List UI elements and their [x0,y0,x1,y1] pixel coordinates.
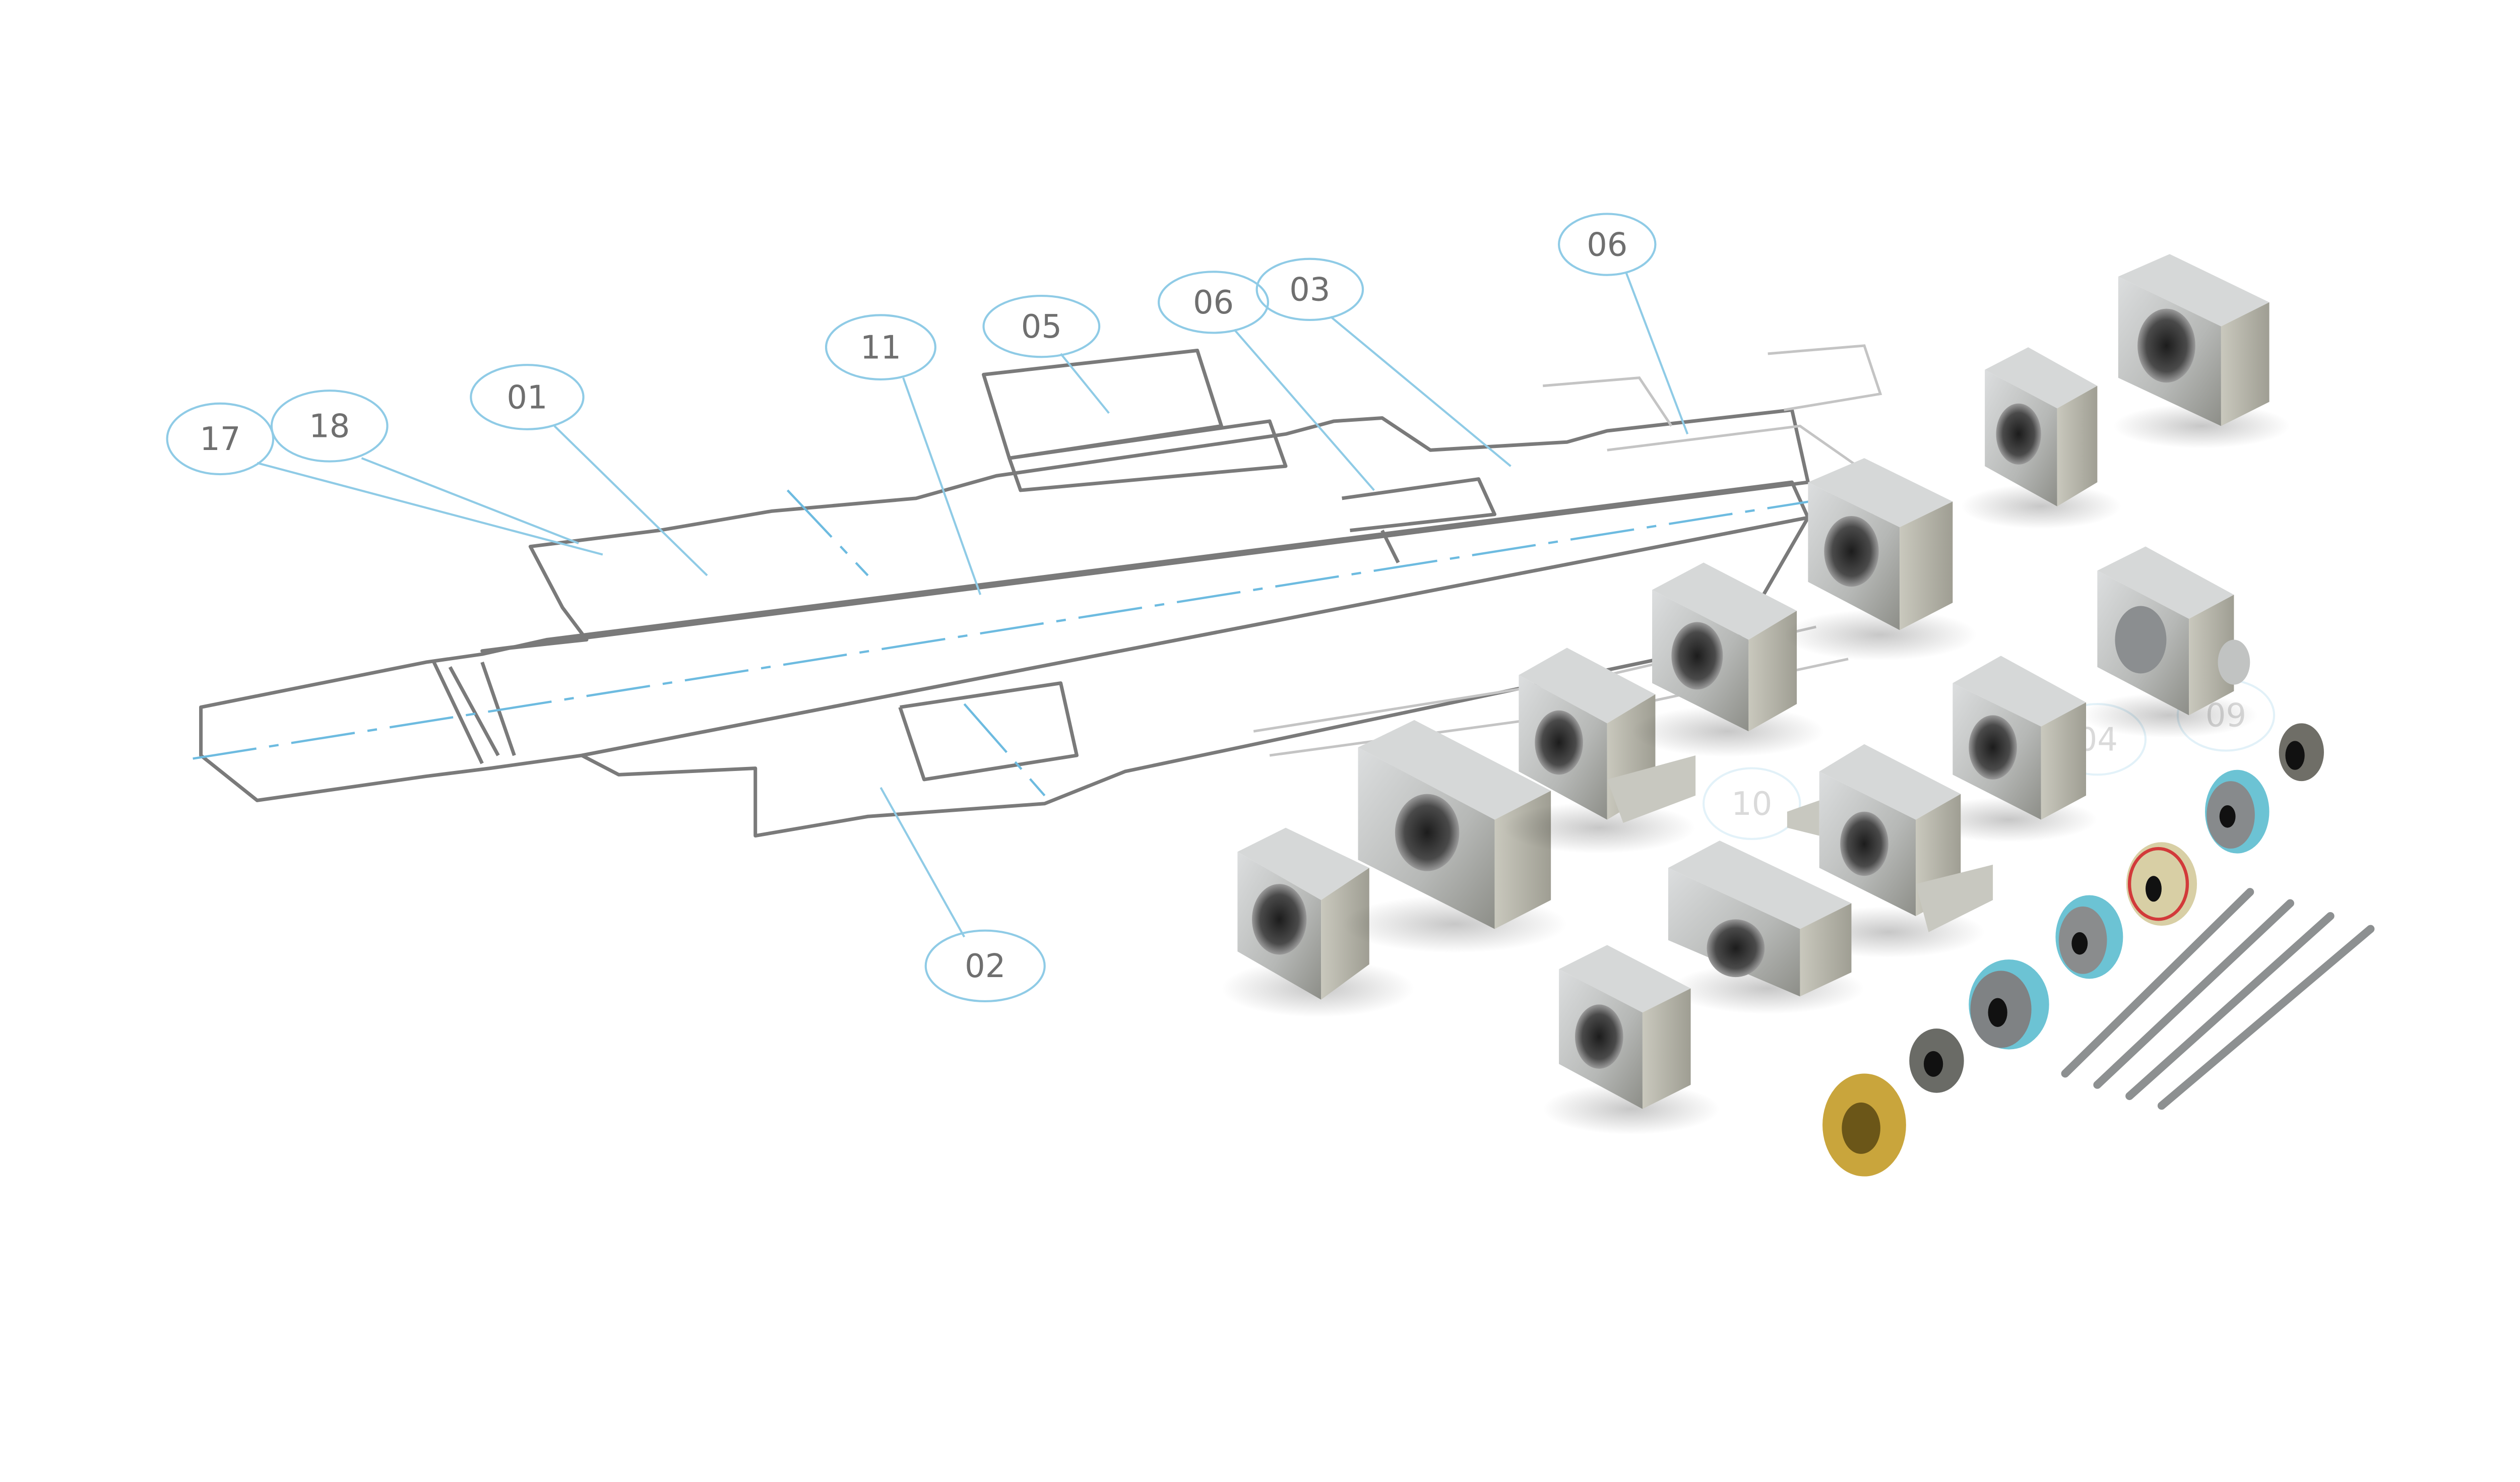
piston-seals [1822,723,2324,1177]
callout-03: 03 [1255,257,1511,467]
clevis-block [1784,458,1977,661]
flange-block [1221,827,1415,1017]
port-block [1668,841,1864,1014]
exploded-cylinder-diagram: 17 18 01 11 05 06 03 06 02 10 04 09 [166,213,2375,1177]
callout-18: 18 [270,390,579,545]
callout-label: 02 [965,948,1005,985]
tie-rods [2061,888,2375,1110]
callout-label: 17 [200,421,240,458]
callout-label: 11 [860,329,901,366]
callout-06: 06 [1158,271,1375,491]
callout-01: 01 [470,364,708,576]
flange-block [1543,945,1720,1135]
clevis-block [1631,562,1824,757]
callout-label: 06 [1587,226,1627,264]
callout-05: 05 [982,295,1110,414]
callout-label: 01 [507,379,547,416]
callout-11: 11 [825,314,982,595]
callout-label: 05 [1021,308,1062,346]
callout-06-b: 06 [1558,213,1689,435]
callout-10: 10 [1703,767,1801,840]
callout-label: 18 [309,408,350,445]
rendered-parts [1221,254,2375,1177]
callout-17: 17 [166,402,603,556]
flange-block [2113,254,2291,449]
callout-label: 03 [1289,272,1330,309]
foot-mount-block [1502,648,1696,854]
callout-label: 10 [1731,786,1772,823]
port-block [1920,656,2098,843]
trunnion-block [2081,546,2258,738]
flange-block [1961,347,2122,529]
callout-02: 02 [879,787,1046,1003]
callout-label: 06 [1193,284,1234,321]
